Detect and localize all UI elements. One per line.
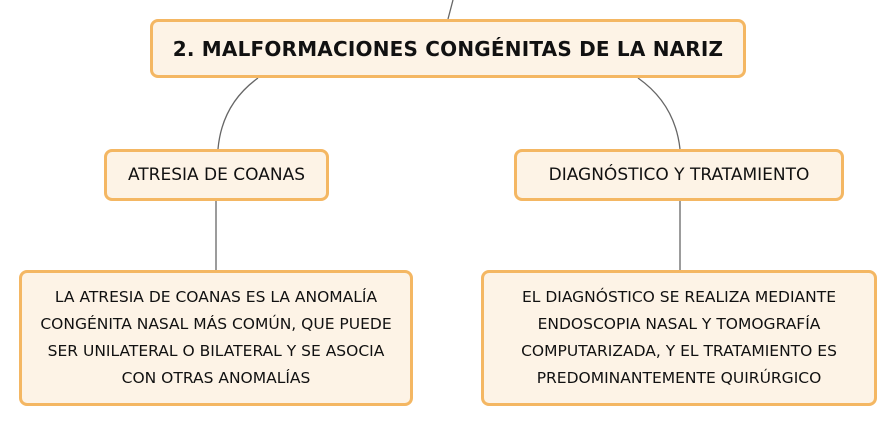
root-topic-node[interactable]: 2. MALFORMACIONES CONGÉNITAS DE LA NARIZ [150, 19, 746, 78]
topic-node-atresia-de-coanas[interactable]: ATRESIA DE COANAS [104, 149, 329, 201]
connector-parent-to-root [447, 0, 454, 20]
topic-label-diagnostico-y-tratamiento: DIAGNÓSTICO Y TRATAMIENTO [548, 165, 810, 185]
topic-label-atresia-de-coanas: ATRESIA DE COANAS [127, 165, 306, 185]
detail-node-diagnostico-y-tratamiento[interactable]: EL DIAGNÓSTICO SE REALIZA MEDIANTE ENDOS… [481, 270, 877, 406]
topic-node-diagnostico-y-tratamiento[interactable]: DIAGNÓSTICO Y TRATAMIENTO [514, 149, 844, 201]
detail-node-atresia-de-coanas[interactable]: LA ATRESIA DE COANAS ES LA ANOMALÍA CONG… [19, 270, 413, 406]
root-topic-label: 2. MALFORMACIONES CONGÉNITAS DE LA NARIZ [172, 36, 724, 61]
detail-text-atresia-de-coanas: LA ATRESIA DE COANAS ES LA ANOMALÍA CONG… [40, 288, 392, 387]
detail-text-diagnostico-y-tratamiento: EL DIAGNÓSTICO SE REALIZA MEDIANTE ENDOS… [521, 288, 837, 387]
connector-root-to-atresia [217, 77, 259, 150]
connector-root-to-diagnostico [637, 77, 681, 150]
